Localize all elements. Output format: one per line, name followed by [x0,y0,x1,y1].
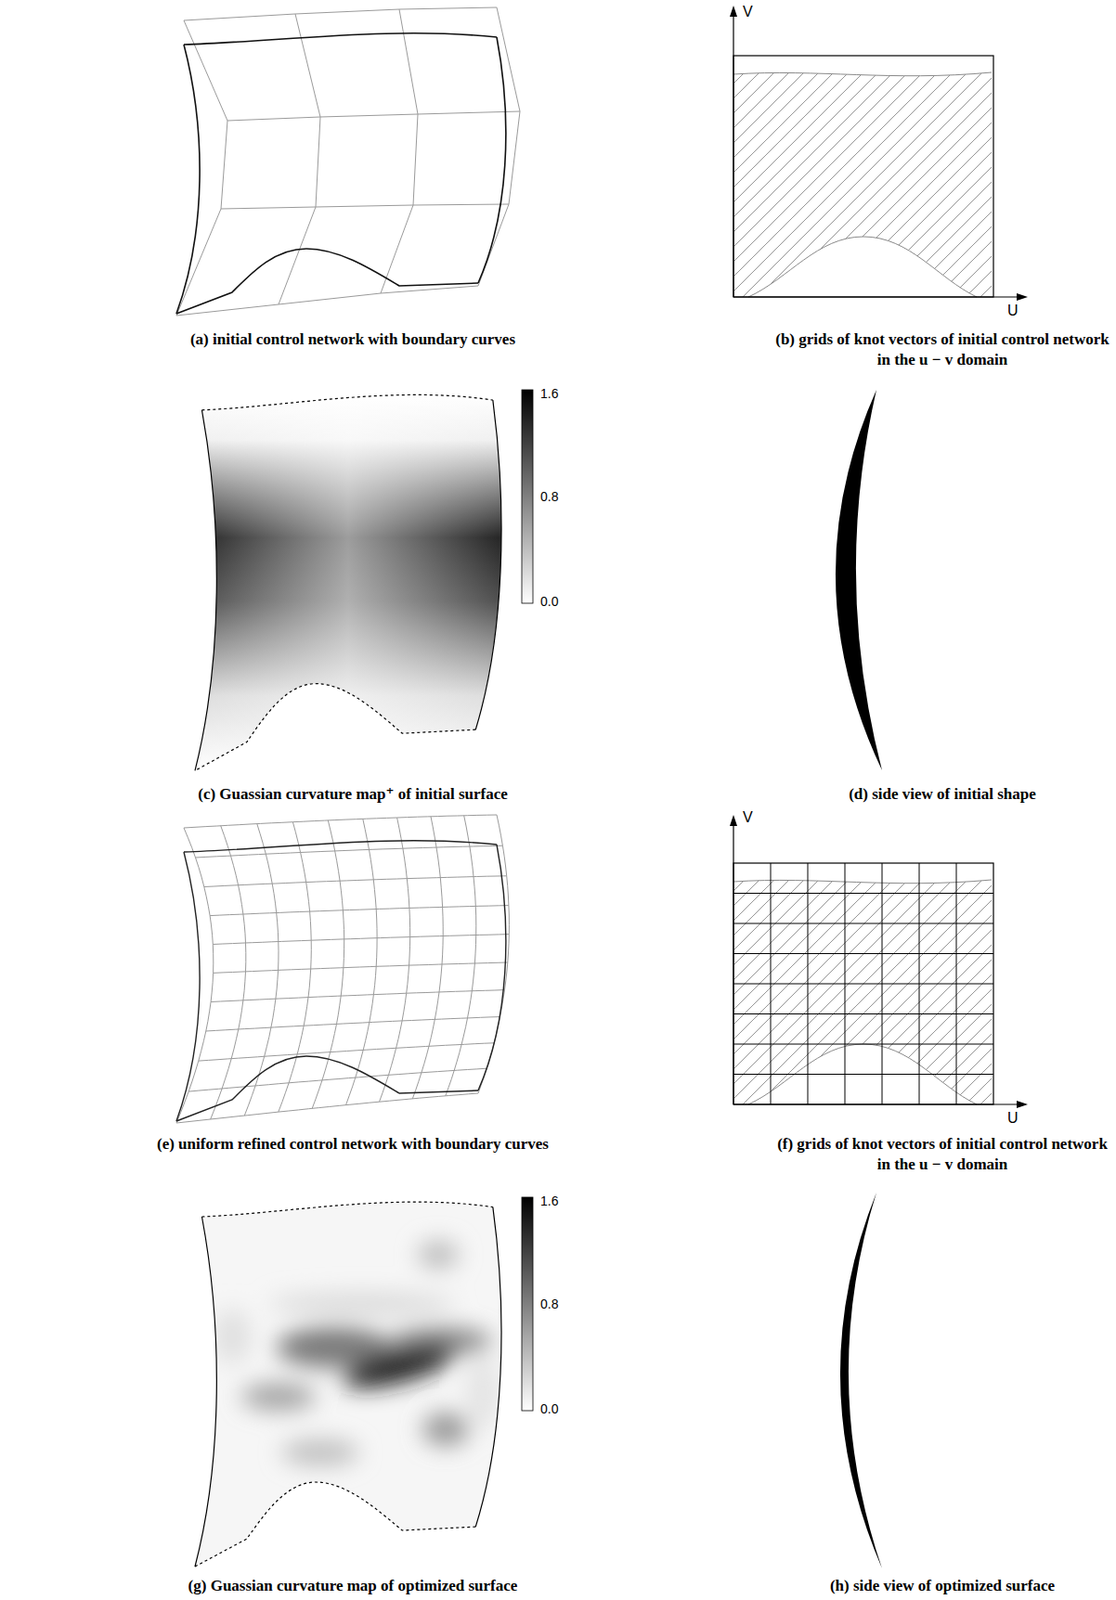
panel-caption: (b) grids of knot vectors of initial con… [775,329,1110,371]
boundary-curves [176,33,507,314]
network-line [183,815,497,829]
network-line [278,822,312,1113]
color-bar [521,1197,533,1412]
panel-caption: (h) side view of optimized surface [775,1576,1110,1597]
boundary-curves [176,841,507,1122]
network-line [346,818,378,1105]
network-line [188,1068,487,1092]
side-view [840,1193,883,1570]
scale-value: 0.0 [540,594,558,610]
network-line [209,906,509,917]
network-line [204,876,507,888]
network-line [412,817,443,1100]
network-line [176,1093,479,1124]
network-line [206,1017,501,1032]
panel-caption: (a) initial control network with boundar… [92,329,613,351]
knot-domain [729,5,1028,301]
side-view [835,389,883,771]
refined-network [176,815,509,1124]
network-line [244,824,279,1116]
network-line [445,816,477,1097]
network-line [210,990,505,1003]
network-line [213,962,508,974]
curvature-map [194,1202,502,1568]
panel-caption: (g) Guassian curvature map of optimized … [92,1576,613,1597]
color-bar [521,389,533,604]
panel-caption: (e) uniform refined control network with… [92,1134,613,1155]
scale-value: 1.6 [540,1193,558,1209]
network-line [210,826,247,1120]
panel-caption: (d) side view of initial shape [775,784,1110,805]
network-line [195,845,504,858]
scale-value: 0.0 [540,1401,558,1417]
scale-value: 0.8 [540,489,558,505]
network-line [212,934,509,946]
network-line [311,820,345,1110]
control-network [176,7,520,316]
network-line [379,817,411,1103]
scale-value: 1.6 [540,386,558,402]
network-line [478,815,509,1094]
curvature-map [194,394,502,771]
axis-label: V [742,3,753,21]
axis-label: U [1007,302,1019,320]
axis-label: U [1007,1110,1019,1128]
scale-value: 0.8 [540,1297,558,1312]
panel-caption: (f) grids of knot vectors of initial con… [775,1134,1110,1176]
knot-domain [729,815,1028,1109]
network-line [176,828,214,1124]
panel-caption: (c) Guassian curvature map⁺ of initial s… [92,784,613,805]
axis-label: V [742,809,753,827]
network-line [198,1043,494,1062]
